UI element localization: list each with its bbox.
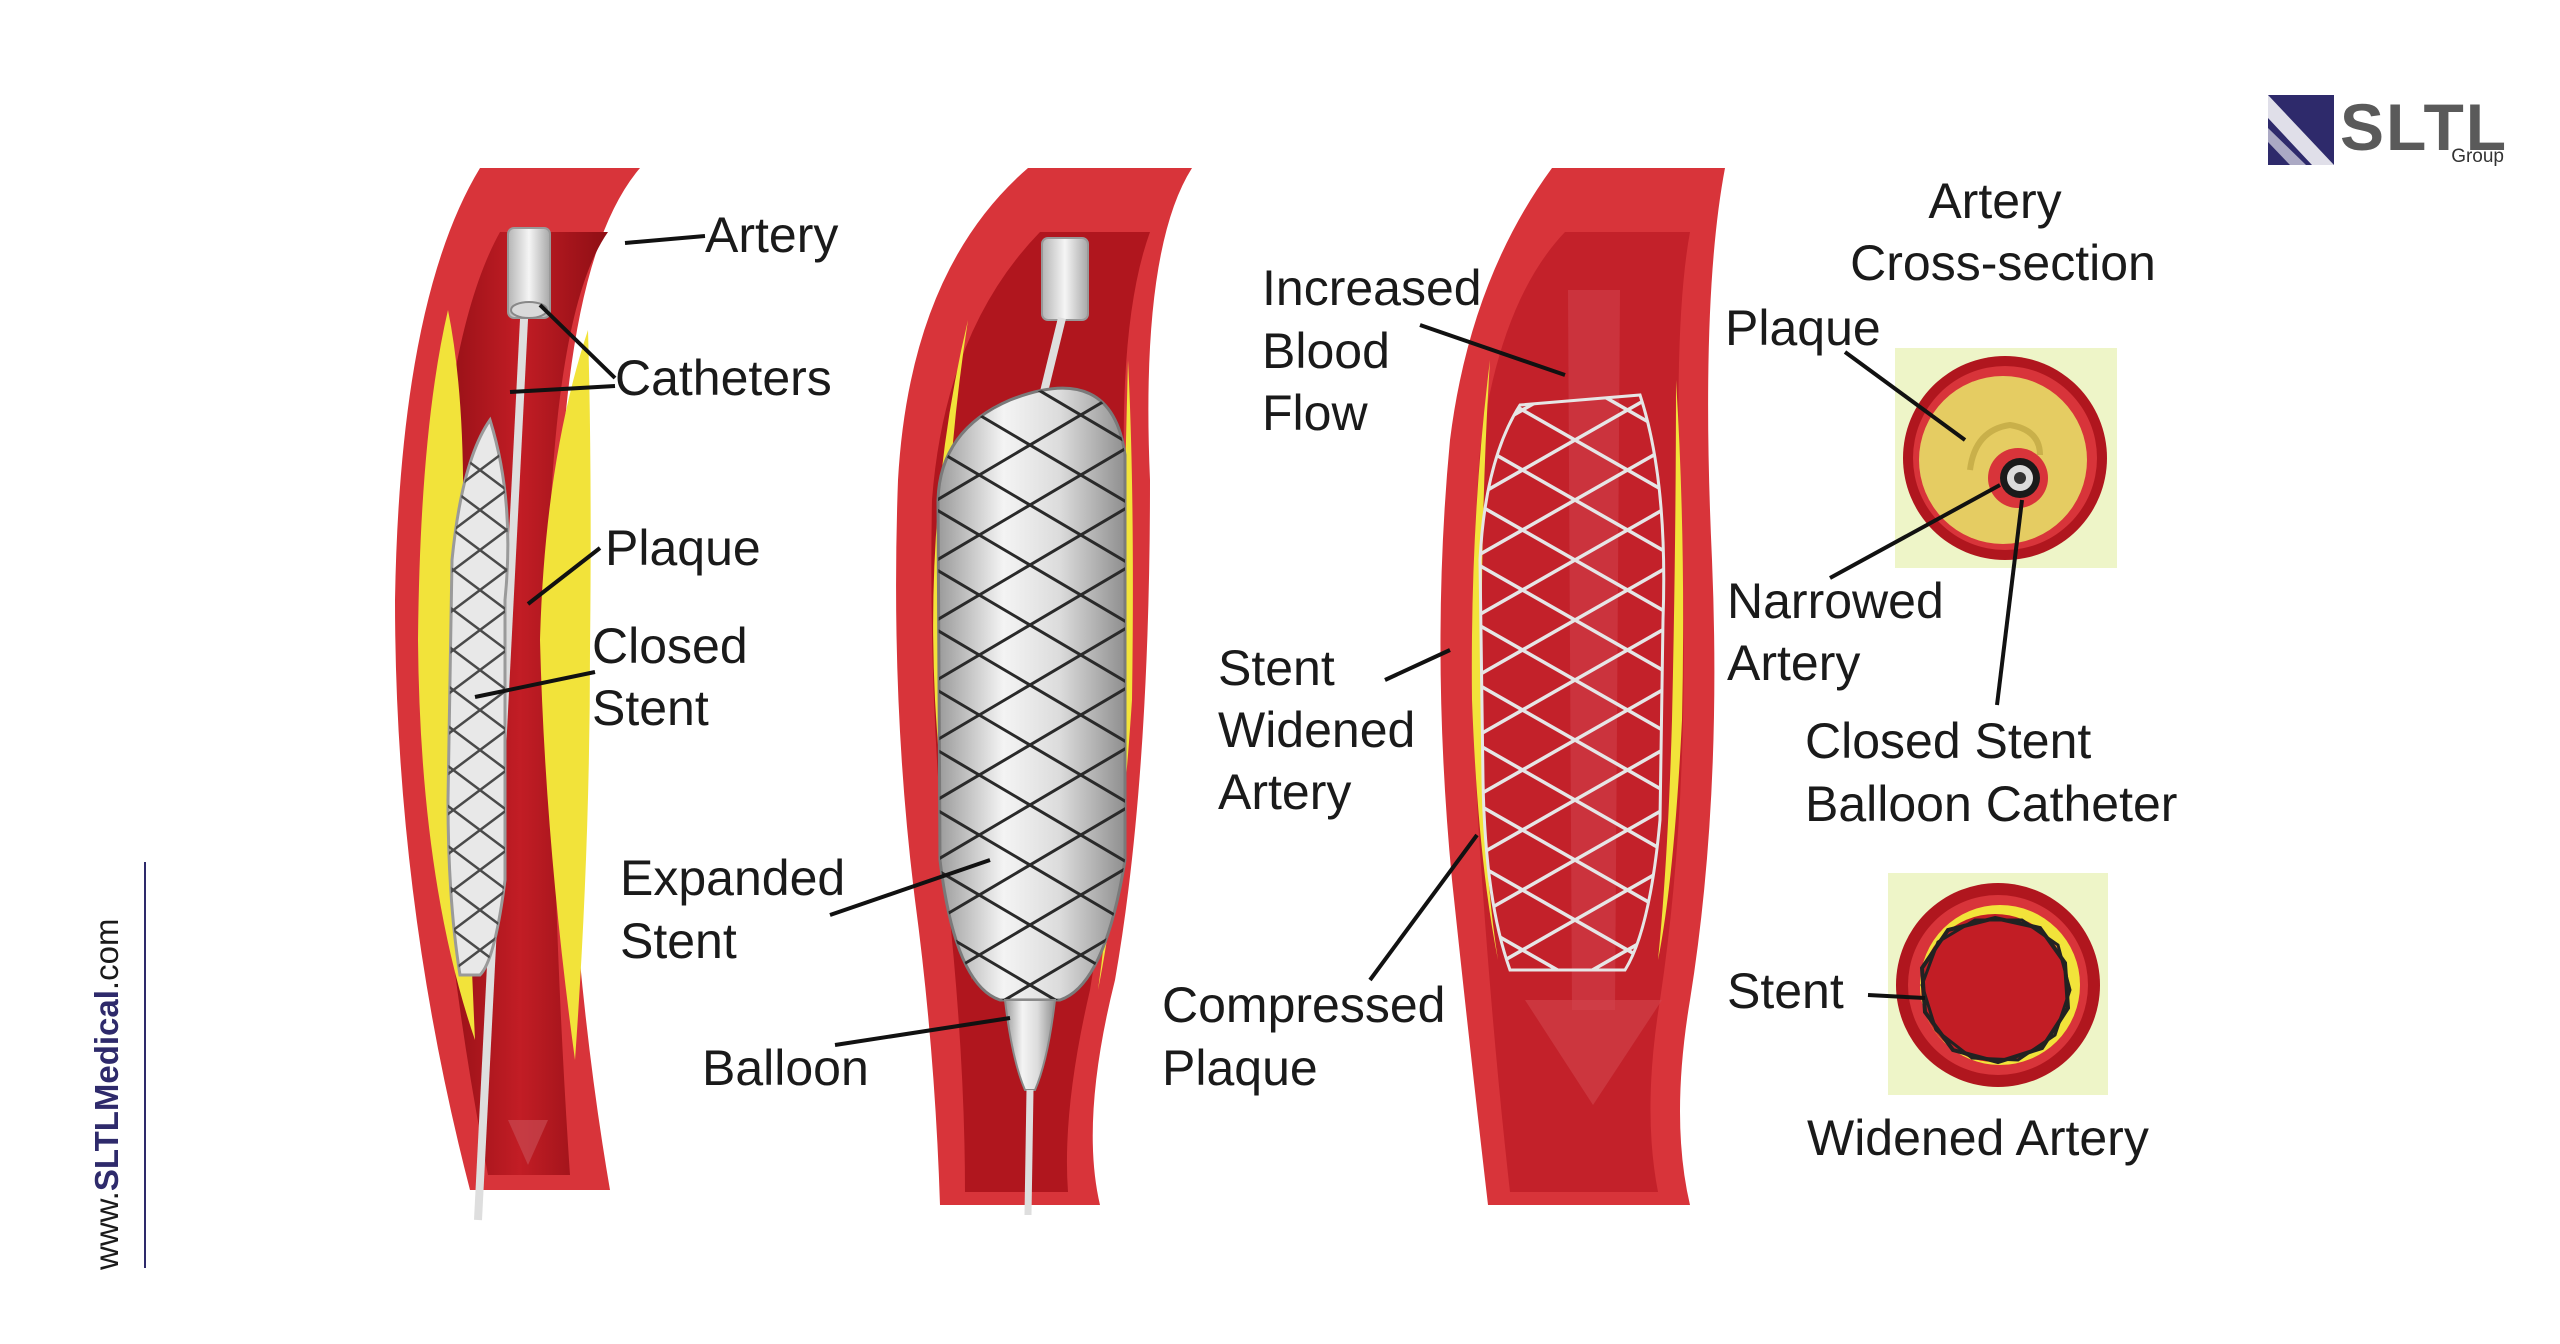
label-narrowed-artery-1: Narrowed [1727, 573, 1944, 629]
sltl-logo: SLTL Group [2268, 90, 2508, 167]
leader-catheters-1 [538, 303, 617, 380]
compressed-plaque-right [1658, 380, 1684, 960]
flow-arrow [508, 1120, 548, 1165]
widened-cross-section [1888, 873, 2108, 1095]
flow-arrow-head [1525, 1000, 1662, 1105]
label-closed-stent-balloon-catheter-1: Closed Stent [1805, 713, 2091, 769]
url-brand: SLTLMedical [88, 990, 125, 1191]
narrowed-cross-section [1895, 348, 2117, 568]
stent-outline [1478, 393, 1666, 972]
logo-mark [2268, 95, 2334, 165]
label-closed-stent-1: Closed [592, 618, 748, 674]
artery-panel-3: Increased Blood Flow Stent Widened Arter… [1162, 168, 1725, 1205]
label-narrowed-artery-2: Artery [1727, 635, 1860, 691]
expanded-stent-mesh [938, 388, 1125, 1000]
label-balloon: Balloon [702, 1040, 869, 1096]
catheter-top [1041, 237, 1089, 321]
guide-wire [1024, 1089, 1034, 1216]
leader-closed-stent [474, 670, 596, 699]
leader-expanded-stent [829, 858, 991, 917]
leader-p4-plaque [1843, 350, 1967, 442]
catheter-shaft [1038, 317, 1066, 401]
leader-compressed-plaque [1368, 833, 1479, 982]
label-catheters: Catheters [615, 350, 832, 406]
deployed-stent-mesh [1480, 395, 1664, 970]
balloon [936, 386, 1127, 1002]
artery-panel-2: Expanded Stent Balloon [620, 168, 1192, 1216]
label-artery: Artery [705, 207, 838, 263]
plaque-right [540, 330, 591, 1060]
label-p4-stent: Stent [1727, 963, 1844, 1019]
url-prefix: www. [88, 1191, 125, 1271]
cross-section-title-1: Artery [1928, 173, 2061, 229]
cross-section-title-2: Cross-section [1850, 235, 2156, 291]
label-p4-plaque: Plaque [1725, 300, 1881, 356]
label-compressed-plaque-2: Plaque [1162, 1040, 1318, 1096]
label-widened-artery: Widened Artery [1807, 1110, 2149, 1166]
label-plaque: Plaque [605, 520, 761, 576]
label-expanded-stent-2: Stent [620, 913, 737, 969]
label-stent-widened-artery-2: Widened [1218, 702, 1415, 758]
leader-closed-stent-balloon-catheter [1995, 499, 2024, 706]
label-stent-widened-artery-1: Stent [1218, 640, 1335, 696]
label-stent-widened-artery-3: Artery [1218, 764, 1351, 820]
leader-plaque [526, 546, 602, 606]
logo-wordmark: SLTL [2340, 90, 2508, 164]
balloon-tail [1003, 999, 1057, 1091]
website-url: www.SLTLMedical.com [88, 919, 125, 1271]
compressed-plaque-left [1471, 360, 1498, 960]
leader-stent-widened-artery [1384, 648, 1451, 682]
url-suffix: .com [88, 919, 125, 991]
logo-subtitle: Group [2451, 146, 2504, 167]
svg-text:www.SLTLMedical.com: www.SLTLMedical.com [88, 919, 125, 1271]
label-increased-blood-flow-2: Blood [1262, 323, 1390, 379]
label-expanded-stent-1: Expanded [620, 850, 845, 906]
leader-narrowed-artery [1829, 483, 2001, 580]
artery-panel-1: Artery Catheters Plaque Closed Stent [395, 168, 838, 1221]
leader-catheters-2 [509, 384, 616, 394]
label-closed-stent-balloon-catheter-2: Balloon Catheter [1805, 776, 2177, 832]
leader-p4-stent [1867, 993, 1926, 1000]
label-closed-stent-2: Stent [592, 680, 709, 736]
label-increased-blood-flow-1: Increased [1262, 260, 1482, 316]
leader-increased-blood-flow [1419, 323, 1566, 377]
flow-arrow-shaft [1568, 290, 1620, 1010]
leader-artery [624, 234, 706, 245]
label-compressed-plaque-1: Compressed [1162, 977, 1445, 1033]
label-increased-blood-flow-3: Flow [1262, 385, 1368, 441]
cross-section-panel: Artery Cross-section Plaque Narrowed Art… [1725, 173, 2177, 1166]
leader-balloon [834, 1016, 1011, 1047]
